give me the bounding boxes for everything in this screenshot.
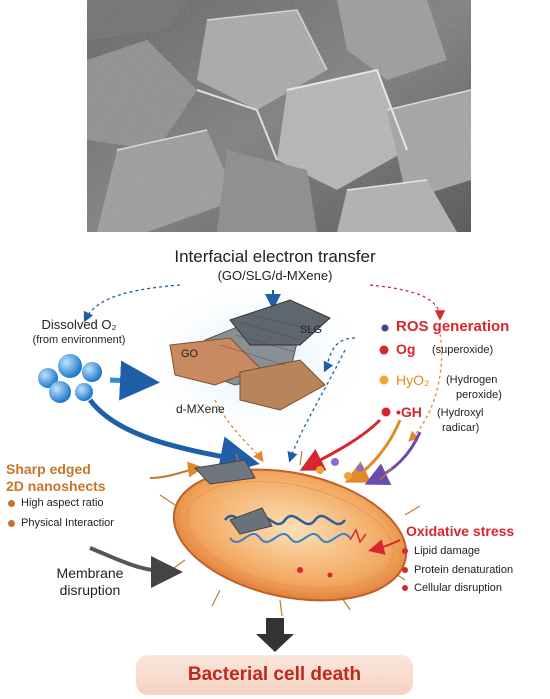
oxidative-stress-title: Oxidative stress (406, 523, 515, 539)
result-label: Bacterial cell death (187, 664, 362, 685)
ros-item-name: HyO₂ (396, 372, 430, 388)
sharp-edged-item: Physical Interactior (8, 517, 114, 529)
dissolved-oxygen-sublabel: (from environment) (32, 334, 126, 346)
nanosheets-icon (169, 299, 331, 411)
bullet-icon (402, 567, 408, 574)
slg-label: SLG (300, 324, 323, 336)
sharp-edged-item: High aspect ratio (8, 497, 104, 509)
ros-item-desc: (Hydrogen (446, 374, 498, 386)
ros-item-desc: (superoxide) (432, 344, 494, 356)
bullet-icon (8, 499, 15, 507)
sharp-edged-title: Sharp edged (6, 461, 91, 477)
oxidative-stress-item: Lipid damage (402, 545, 480, 557)
result-box: Bacterial cell death (136, 655, 413, 695)
ros-generation-title: ROS generation (396, 318, 510, 335)
dissolved-oxygen-label: Dissolved O₂ (41, 317, 117, 332)
bullet-icon (402, 548, 408, 555)
oxygen-molecules-icon (38, 354, 102, 403)
ros-item-desc: radicar) (442, 422, 480, 434)
oxidative-stress-item: Protein denaturation (402, 564, 513, 576)
ros-item-desc: peroxide) (456, 389, 502, 401)
ros-item-name: Og (396, 341, 416, 357)
membrane-disruption-label: Membrane (56, 565, 124, 581)
membrane-disruption-label: disruption (59, 582, 121, 598)
bacterium-icon (159, 450, 421, 617)
go-label: GO (181, 348, 199, 360)
sem-micrograph-icon (87, 0, 471, 232)
bullet-icon (402, 585, 408, 592)
ros-item-desc: (Hydroxyl (437, 407, 484, 419)
sharp-edged-title: 2D nanoshects (6, 478, 106, 494)
ros-item-name: •GH (396, 404, 422, 420)
oxidative-stress-item: Cellular disruption (402, 582, 502, 594)
diagram-subtitle: (GO/SLG/d-MXene) (217, 268, 333, 283)
diagram-title: Interfacial electron transfer (174, 247, 376, 266)
mxene-label: d-MXene (176, 402, 225, 416)
bullet-icon (8, 519, 15, 527)
down-arrow-icon (256, 618, 294, 652)
